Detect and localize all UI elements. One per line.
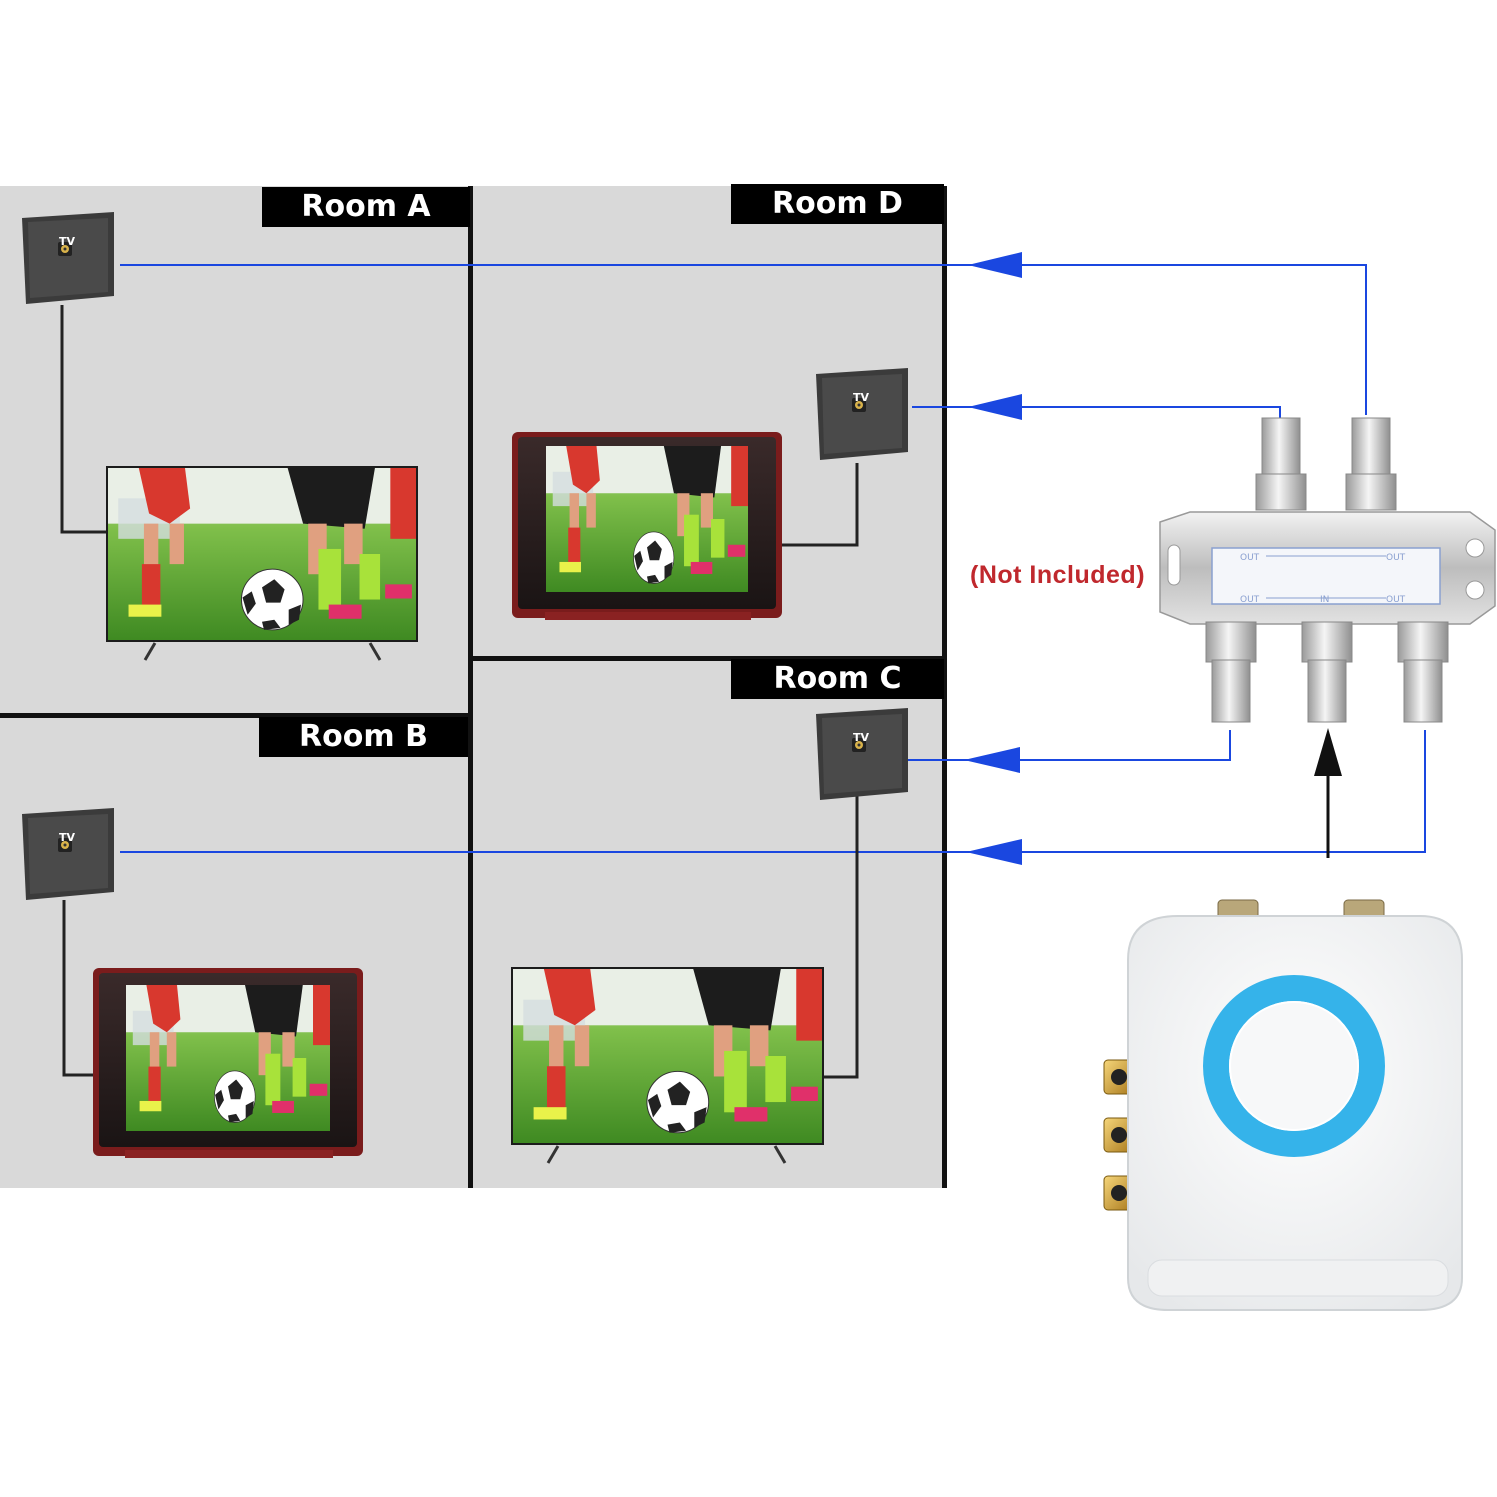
wall-divider-dc (472, 656, 944, 661)
not-included-note: (Not Included) (970, 561, 1146, 589)
plate-c-text: TV (853, 731, 870, 744)
tv-wires (60, 305, 859, 1079)
crt-tv-icon (512, 432, 782, 620)
wall-plate-icon: TV (22, 212, 114, 304)
wall-plate-icon: TV (816, 368, 908, 460)
room-d-label: Room D (731, 184, 944, 224)
port-label-out: OUT (1240, 553, 1260, 563)
input-arrow (1314, 728, 1342, 858)
wall-plate-icon: TV (22, 808, 114, 900)
port-label-in: IN (1320, 595, 1329, 605)
port-label-out: OUT (1240, 595, 1260, 605)
splitter-icon: OUT OUT OUT IN OUT (1159, 417, 1496, 723)
modulator-device-icon (1103, 899, 1463, 1311)
flat-tv-icon (511, 967, 824, 1164)
plate-d-text: TV (853, 391, 870, 404)
flat-tv-icon (106, 466, 418, 661)
room-c-label: Room C (731, 659, 944, 699)
plate-b-text: TV (59, 831, 76, 844)
room-b-label: Room B (259, 717, 468, 757)
direction-arrows (964, 252, 1022, 865)
port-label-out: OUT (1386, 553, 1406, 563)
wall-divider-ab (0, 713, 470, 718)
port-label-out: OUT (1386, 595, 1406, 605)
wall-plate-icon: TV (816, 708, 908, 800)
room-a-label: Room A (262, 187, 470, 227)
crt-tv-icon (93, 968, 363, 1158)
plate-a-text: TV (59, 235, 76, 248)
wall-divider-vertical (468, 186, 473, 1188)
wall-right-edge (942, 186, 947, 1188)
